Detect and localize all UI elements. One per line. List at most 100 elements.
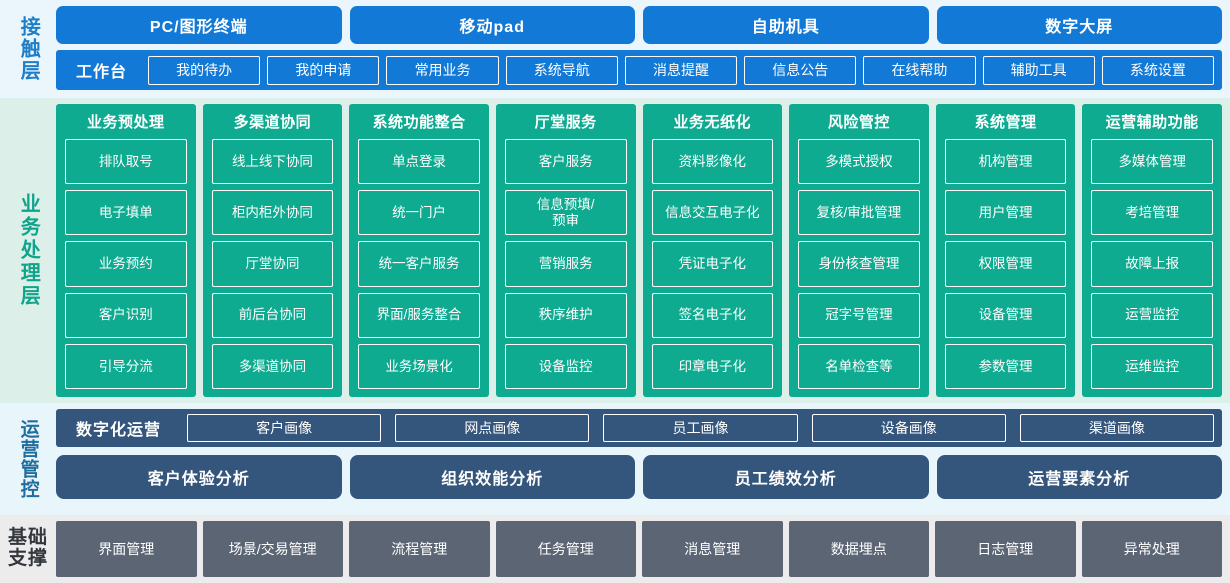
portrait-customer[interactable]: 客户画像 xyxy=(187,414,382,442)
business-column-pre-processing: 业务预处理 排队取号 电子填单 业务预约 客户识别 引导分流 xyxy=(56,104,196,397)
channel-pc[interactable]: PC/图形终端 xyxy=(56,6,342,44)
business-item[interactable]: 名单检查等 xyxy=(798,343,920,390)
business-item[interactable]: 业务场景化 xyxy=(358,343,480,390)
foundation-item-data-tracking[interactable]: 数据埋点 xyxy=(788,521,929,577)
business-item[interactable]: 凭证电子化 xyxy=(651,241,774,287)
business-item[interactable]: 线上线下协同 xyxy=(211,139,334,185)
business-item[interactable]: 信息交互电子化 xyxy=(651,190,774,236)
workbench-item-my-application[interactable]: 我的申请 xyxy=(267,55,380,85)
business-item[interactable]: 签名电子化 xyxy=(651,292,774,338)
business-layer-body: 业务预处理 排队取号 电子填单 业务预约 客户识别 引导分流 多渠道协同 线上线… xyxy=(56,104,1222,397)
foundation-layer: 基础 支撑 界面管理 场景/交易管理 流程管理 任务管理 消息管理 数据埋点 日… xyxy=(0,515,1230,583)
workbench-item-message-reminder[interactable]: 消息提醒 xyxy=(624,55,738,85)
business-column-items: 单点登录 统一门户 统一客户服务 界面/服务整合 业务场景化 xyxy=(358,139,480,390)
analysis-customer-experience[interactable]: 客户体验分析 xyxy=(56,455,342,499)
business-item[interactable]: 厅堂协同 xyxy=(211,241,334,287)
business-item[interactable]: 单点登录 xyxy=(358,139,480,185)
business-column-system-function-integration: 系统功能整合 单点登录 统一门户 统一客户服务 界面/服务整合 业务场景化 xyxy=(349,104,489,397)
business-item[interactable]: 营销服务 xyxy=(504,241,627,287)
workbench-item-system-navigation[interactable]: 系统导航 xyxy=(505,55,618,85)
portrait-branch[interactable]: 网点画像 xyxy=(395,414,590,442)
analysis-operation-elements[interactable]: 运营要素分析 xyxy=(936,455,1222,499)
business-item[interactable]: 权限管理 xyxy=(944,241,1067,287)
portrait-channel[interactable]: 渠道画像 xyxy=(1019,414,1215,442)
business-item[interactable]: 资料影像化 xyxy=(651,139,774,185)
business-column-title: 运营辅助功能 xyxy=(1105,114,1199,131)
business-item[interactable]: 参数管理 xyxy=(944,343,1067,390)
foundation-item-ui-management[interactable]: 界面管理 xyxy=(56,521,197,577)
business-item[interactable]: 多媒体管理 xyxy=(1091,139,1213,185)
foundation-item-task-management[interactable]: 任务管理 xyxy=(495,521,636,577)
operations-layer-label: 运营管控 xyxy=(17,419,39,499)
business-column-title: 风险管控 xyxy=(827,114,890,131)
contact-layer-body: PC/图形终端 移动pad 自助机具 数字大屏 工作台 我的待办 我的申请 常用… xyxy=(56,6,1222,92)
business-item[interactable]: 印章电子化 xyxy=(651,343,774,390)
business-item[interactable]: 运营监控 xyxy=(1091,292,1213,338)
operations-layer: 运营管控 数字化运营 客户画像 网点画像 员工画像 设备画像 渠道画像 客户体验… xyxy=(0,403,1230,515)
business-column-paperless: 业务无纸化 资料影像化 信息交互电子化 凭证电子化 签名电子化 印章电子化 xyxy=(642,104,783,397)
business-column-system-management: 系统管理 机构管理 用户管理 权限管理 设备管理 参数管理 xyxy=(935,104,1076,397)
business-item[interactable]: 复核/审批管理 xyxy=(798,190,920,236)
business-item[interactable]: 客户服务 xyxy=(504,139,627,185)
business-item[interactable]: 统一客户服务 xyxy=(358,241,480,287)
business-item[interactable]: 机构管理 xyxy=(944,139,1067,185)
business-item[interactable]: 电子填单 xyxy=(65,190,187,236)
foundation-item-log-management[interactable]: 日志管理 xyxy=(935,521,1076,577)
business-column-title: 系统功能整合 xyxy=(372,114,466,131)
foundation-label-line2: 支撑 xyxy=(7,548,48,569)
business-item[interactable]: 用户管理 xyxy=(944,190,1067,236)
contact-layer: 接触层 PC/图形终端 移动pad 自助机具 数字大屏 工作台 我的待办 我的申… xyxy=(0,0,1230,98)
business-column-items: 资料影像化 信息交互电子化 凭证电子化 签名电子化 印章电子化 xyxy=(651,139,774,390)
business-column-items: 排队取号 电子填单 业务预约 客户识别 引导分流 xyxy=(65,139,187,390)
workbench-title: 工作台 xyxy=(76,64,128,81)
business-item[interactable]: 信息预填/ 预审 xyxy=(504,190,627,236)
workbench-item-online-help[interactable]: 在线帮助 xyxy=(863,55,976,85)
portrait-employee[interactable]: 员工画像 xyxy=(603,414,798,442)
business-item[interactable]: 多模式授权 xyxy=(798,139,920,185)
channel-mobile-pad[interactable]: 移动pad xyxy=(349,6,635,44)
business-column-title: 业务无纸化 xyxy=(673,114,752,131)
business-item[interactable]: 运维监控 xyxy=(1091,343,1213,390)
workbench-item-auxiliary-tools[interactable]: 辅助工具 xyxy=(982,55,1095,85)
foundation-item-exception-handling[interactable]: 异常处理 xyxy=(1081,521,1222,577)
business-item[interactable]: 秩序维护 xyxy=(504,292,627,338)
analysis-employee-performance[interactable]: 员工绩效分析 xyxy=(643,455,929,499)
analysis-organization-efficiency[interactable]: 组织效能分析 xyxy=(349,455,635,499)
business-column-lobby-service: 厅堂服务 客户服务 信息预填/ 预审 营销服务 秩序维护 设备监控 xyxy=(495,104,636,397)
business-item[interactable]: 柜内柜外协同 xyxy=(211,190,334,236)
digital-operations-title: 数字化运营 xyxy=(76,422,162,439)
business-item[interactable]: 设备管理 xyxy=(944,292,1067,338)
foundation-item-message-management[interactable]: 消息管理 xyxy=(642,521,783,577)
business-item[interactable]: 身份核查管理 xyxy=(798,241,920,287)
workbench-item-my-todo[interactable]: 我的待办 xyxy=(148,55,261,85)
business-column-title: 多渠道协同 xyxy=(233,114,312,131)
business-column-title: 业务预处理 xyxy=(87,114,165,131)
channel-digital-screen[interactable]: 数字大屏 xyxy=(936,6,1222,44)
foundation-item-process-management[interactable]: 流程管理 xyxy=(349,521,490,577)
foundation-item-scenario-transaction-management[interactable]: 场景/交易管理 xyxy=(202,521,343,577)
business-column-multichannel-collaboration: 多渠道协同 线上线下协同 柜内柜外协同 厅堂协同 前后台协同 多渠道协同 xyxy=(202,104,343,397)
business-item[interactable]: 多渠道协同 xyxy=(211,343,334,390)
channel-row: PC/图形终端 移动pad 自助机具 数字大屏 xyxy=(56,6,1222,44)
foundation-layer-body: 界面管理 场景/交易管理 流程管理 任务管理 消息管理 数据埋点 日志管理 异常… xyxy=(56,521,1222,577)
workbench-item-info-announcement[interactable]: 信息公告 xyxy=(744,55,857,85)
business-column-items: 多媒体管理 考培管理 故障上报 运营监控 运维监控 xyxy=(1091,139,1213,390)
business-columns: 业务预处理 排队取号 电子填单 业务预约 客户识别 引导分流 多渠道协同 线上线… xyxy=(56,104,1222,397)
business-item[interactable]: 业务预约 xyxy=(65,241,187,287)
contact-layer-label: 接触层 xyxy=(17,16,40,82)
business-item[interactable]: 客户识别 xyxy=(65,292,187,338)
workbench-item-system-settings[interactable]: 系统设置 xyxy=(1101,55,1214,85)
channel-self-service-machine[interactable]: 自助机具 xyxy=(643,6,929,44)
business-item[interactable]: 前后台协同 xyxy=(211,292,334,338)
business-item[interactable]: 故障上报 xyxy=(1091,241,1213,287)
business-item[interactable]: 排队取号 xyxy=(65,139,187,185)
business-item[interactable]: 统一门户 xyxy=(358,190,480,236)
business-item[interactable]: 冠字号管理 xyxy=(798,292,920,338)
workbench-item-common-business[interactable]: 常用业务 xyxy=(386,55,499,85)
business-item[interactable]: 考培管理 xyxy=(1091,190,1213,236)
business-item[interactable]: 引导分流 xyxy=(65,343,187,390)
business-column-items: 多模式授权 复核/审批管理 身份核查管理 冠字号管理 名单检查等 xyxy=(798,139,920,390)
business-item[interactable]: 设备监控 xyxy=(504,343,627,390)
portrait-device[interactable]: 设备画像 xyxy=(811,414,1006,442)
business-item[interactable]: 界面/服务整合 xyxy=(358,292,480,338)
